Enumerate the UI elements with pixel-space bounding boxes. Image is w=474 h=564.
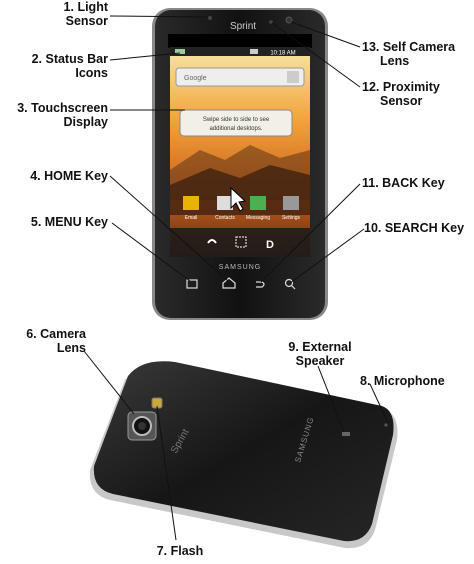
callout-external-speaker [317, 365, 345, 433]
hills [170, 165, 310, 215]
label-touchscreen-display-line-2: Display [63, 115, 108, 129]
search-widget[interactable] [175, 67, 305, 87]
back-body [93, 361, 394, 542]
settings-app-icon[interactable] [283, 196, 299, 210]
label-home-key: 4. HOME Key [30, 169, 108, 183]
label-camera-lens-line-1: 6. Camera [26, 327, 86, 341]
label-external-speaker-line-2: Speaker [295, 354, 345, 368]
front-carrier-logo: Sprint [230, 21, 256, 32]
callout-status-bar [109, 52, 181, 61]
pointer-icon [230, 186, 247, 212]
callout-microphone [369, 383, 389, 424]
touchscreen[interactable]: 10:18 AM Google Swipe side to side to se… [170, 47, 310, 257]
external-speaker [342, 432, 350, 436]
status-icon [175, 49, 185, 54]
proximity-sensor [269, 20, 273, 24]
callout-camera-lens [83, 350, 135, 415]
contacts-app-icon[interactable] [217, 196, 233, 210]
front-brand: SAMSUNG [219, 264, 261, 271]
label-self-camera-lens: 13. Self Camera Lens [362, 40, 455, 68]
label-microphone: 8. Microphone [360, 374, 445, 388]
search-placeholder: Google [184, 75, 207, 82]
app-label-messaging: Messaging [246, 215, 270, 221]
callout-home-key [109, 175, 229, 282]
callout-back-key [260, 183, 361, 283]
tooltip-bubble [179, 109, 293, 137]
label-status-bar-icons-line-1: 2. Status Bar [31, 52, 108, 66]
label-light-sensor: 1. Light Sensor [30, 0, 108, 28]
label-external-speaker: 9. External Speaker [270, 340, 370, 368]
light-sensor [208, 16, 212, 20]
back-key[interactable] [256, 281, 265, 288]
mic-icon[interactable] [287, 71, 299, 83]
callout-flash [156, 405, 177, 541]
phone-front: Sprint 10:18 AM Google Swipe side to sid… [152, 8, 328, 320]
callout-menu-key [111, 222, 191, 282]
browser-icon[interactable]: D [266, 239, 274, 251]
label-menu-key: 5. MENU Key [30, 215, 108, 229]
signal-icon [250, 49, 258, 54]
label-light-sensor-line-1: 1. Light [63, 0, 108, 14]
dock [170, 228, 310, 257]
tooltip-line-2: additional desktops. [209, 126, 262, 132]
label-self-camera-lens-line-1: 13. Self Camera [362, 40, 456, 54]
callout-proximity-sensor [271, 22, 361, 88]
label-status-bar-icons-line-2: Icons [75, 66, 108, 80]
label-status-bar-icons: 2. Status Bar Icons [6, 52, 108, 80]
label-touchscreen-display: 3. Touchscreen Display [4, 101, 108, 129]
camera-lens-inner [138, 422, 146, 430]
label-proximity-sensor-line-1: 12. Proximity [362, 80, 440, 94]
label-back-key: 11. BACK Key [362, 176, 445, 190]
phone-icon[interactable] [207, 239, 217, 244]
label-touchscreen-display-line-1: 3. Touchscreen [17, 101, 108, 115]
email-app-icon[interactable] [183, 196, 199, 210]
label-camera-lens-line-2: Lens [56, 341, 86, 355]
menu-key[interactable] [186, 279, 198, 289]
app-drawer-icon[interactable] [235, 236, 247, 248]
label-proximity-sensor: 12. Proximity Sensor [362, 80, 440, 108]
label-self-camera-lens-line-2: Lens [380, 54, 410, 68]
label-camera-lens: 6. Camera Lens [6, 327, 86, 355]
tooltip-line-1: Swipe side to side to see [203, 117, 270, 123]
callout-search-key [289, 228, 365, 284]
status-bar [170, 47, 310, 56]
label-proximity-sensor-line-2: Sensor [380, 94, 423, 108]
label-light-sensor-line-2: Sensor [65, 14, 108, 28]
callout-lines [83, 15, 389, 541]
search-key-handle [291, 285, 296, 290]
label-search-key: 10. SEARCH Key [364, 221, 465, 235]
app-label-contacts: Contacts [215, 215, 235, 221]
self-camera-lens [285, 16, 293, 24]
phone-back: Sprint SAMSUNG [89, 361, 398, 549]
microphone [384, 423, 388, 427]
callout-light-sensor [109, 15, 208, 18]
messaging-app-icon[interactable] [250, 196, 266, 210]
search-key[interactable] [284, 278, 294, 288]
status-time: 10:18 AM [270, 51, 295, 57]
callout-self-camera [290, 21, 361, 48]
label-external-speaker-line-1: 9. External [288, 340, 352, 354]
top-bezel [168, 34, 312, 48]
app-label-email: Email [185, 215, 198, 221]
home-key[interactable] [222, 277, 236, 289]
label-flash: 7. Flash [156, 544, 204, 558]
app-label-settings: Settings [282, 215, 301, 221]
